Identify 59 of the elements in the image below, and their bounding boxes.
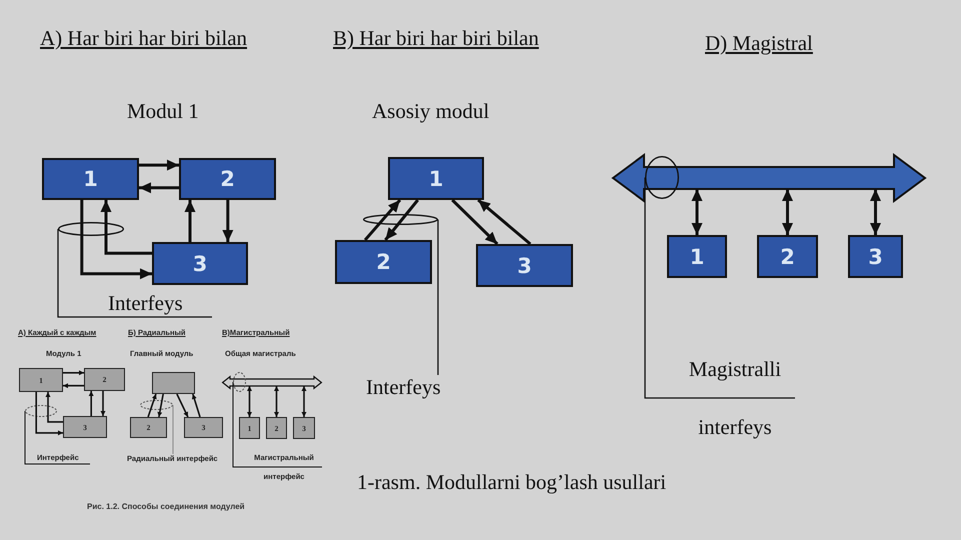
arrow	[451, 198, 498, 246]
interface-label: Interfeys	[366, 375, 454, 400]
arrow	[35, 392, 63, 436]
arrow	[192, 394, 201, 418]
arrow	[222, 200, 234, 242]
arrow	[147, 394, 157, 418]
module-caption: Modul 1	[127, 99, 199, 123]
module-box: 3	[476, 244, 573, 287]
interface-ellipse	[58, 222, 124, 236]
arrow	[63, 383, 84, 388]
interface-ellipse	[233, 372, 246, 392]
section-heading: A) Har biri har biri bilan	[40, 26, 248, 50]
arrow	[157, 394, 164, 418]
arrow	[88, 391, 94, 416]
leader-line	[24, 410, 90, 464]
arrow	[139, 160, 179, 171]
interface-label: Magistralli interfeys	[675, 340, 795, 456]
arrow	[100, 391, 106, 416]
interface-label: Interfeys	[108, 291, 212, 317]
bus-arrow	[222, 376, 322, 389]
module-caption: Asosiy modul	[372, 99, 490, 123]
arrow	[139, 182, 179, 194]
arrow	[176, 394, 189, 418]
interface-ellipse	[25, 405, 57, 417]
module-box: 3	[848, 235, 903, 278]
module-box: 1	[42, 158, 139, 200]
interface-ellipse	[140, 400, 173, 410]
module-box: 2	[335, 240, 432, 284]
arrow	[384, 199, 419, 241]
double-arrow	[302, 386, 306, 417]
double-arrow	[274, 386, 279, 417]
module-box: 1	[667, 235, 727, 278]
double-arrow	[247, 386, 252, 417]
leader-line	[437, 220, 439, 375]
double-arrow	[692, 189, 702, 235]
arrow	[100, 200, 152, 255]
module-box: 3	[152, 242, 248, 285]
arrow	[63, 370, 84, 376]
double-arrow	[782, 189, 793, 235]
section-heading: B) Har biri har biri bilan	[333, 26, 539, 50]
module-box: 1	[388, 157, 484, 200]
module-box	[152, 372, 195, 394]
interface-ellipse	[363, 214, 438, 225]
section-heading: D) Magistral	[705, 31, 813, 55]
figure-caption: 1-rasm. Modullarni bog’lash usullari	[357, 470, 666, 494]
double-arrow	[870, 189, 881, 235]
leader-line	[172, 404, 174, 454]
arrow	[46, 392, 63, 423]
bus-arrow	[612, 154, 926, 202]
leader-line	[644, 178, 795, 399]
leader-line	[232, 382, 322, 468]
module-box: 2	[757, 235, 818, 278]
arrow	[477, 198, 532, 246]
arrow	[184, 200, 196, 242]
module-box: 2	[179, 158, 276, 200]
figure-caption: Рис. 1.2. Способы соединения модулей	[87, 502, 245, 512]
leader-line	[57, 229, 212, 318]
arrow	[80, 200, 152, 280]
arrow	[364, 199, 402, 241]
